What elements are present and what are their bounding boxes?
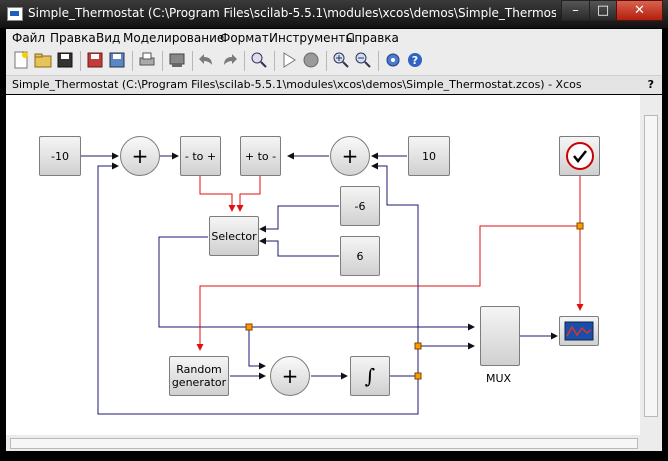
toolbar-separator xyxy=(192,51,193,71)
open-folder-icon[interactable] xyxy=(34,51,52,69)
menu-bar: Файл Правка Вид Моделирование Формат Инс… xyxy=(6,29,662,47)
menu-view[interactable]: Вид xyxy=(96,31,121,45)
split-point[interactable] xyxy=(414,342,422,350)
close-button[interactable]: ✕ xyxy=(616,0,663,21)
neg-to-pos-block[interactable]: - to + xyxy=(180,136,221,176)
scope-block[interactable] xyxy=(559,316,599,346)
toolbar-separator xyxy=(80,51,81,71)
link-selector-to-mux[interactable] xyxy=(158,236,475,331)
integral-block[interactable]: ∫ xyxy=(350,356,390,396)
fit-diagram-icon[interactable] xyxy=(250,51,268,69)
mux-label: MUX xyxy=(486,372,512,385)
pos-to-neg-block[interactable]: + to - xyxy=(240,136,281,176)
constant-block-m6[interactable]: -6 xyxy=(340,186,380,226)
scope-icon xyxy=(564,321,594,341)
menu-file[interactable]: Файл xyxy=(12,31,46,45)
sum-block[interactable]: + xyxy=(120,136,160,176)
save-as-icon[interactable] xyxy=(108,51,126,69)
save-icon[interactable] xyxy=(86,51,104,69)
document-path: Simple_Thermostat (C:\Program Files\scil… xyxy=(12,78,582,91)
constant-block-10[interactable]: 10 xyxy=(408,136,450,176)
diagram-canvas[interactable]: -10 + - to + + to - + 10 Selector -6 6 M… xyxy=(6,95,640,435)
menu-edit[interactable]: Правка xyxy=(50,31,96,45)
selector-block[interactable]: Selector xyxy=(209,216,259,256)
constant-block-6[interactable]: 6 xyxy=(340,236,380,276)
help-icon[interactable]: ? xyxy=(406,51,424,69)
export-icon[interactable] xyxy=(168,51,186,69)
new-document-icon[interactable] xyxy=(12,51,30,69)
app-icon xyxy=(7,7,23,21)
menu-help[interactable]: Справка xyxy=(346,31,399,45)
toolbar-separator xyxy=(132,51,133,71)
sum-block[interactable]: + xyxy=(270,356,310,396)
zoom-in-icon[interactable] xyxy=(332,51,350,69)
print-icon[interactable] xyxy=(138,51,156,69)
split-point[interactable] xyxy=(245,323,253,331)
maximize-button[interactable]: □ xyxy=(589,0,617,21)
horizontal-scrollbar[interactable] xyxy=(6,435,662,451)
toolbar-separator xyxy=(326,51,327,71)
vertical-scroll-thumb[interactable] xyxy=(644,115,658,417)
redo-icon[interactable] xyxy=(220,51,238,69)
link-split-to-mux[interactable] xyxy=(417,342,475,376)
clock-icon xyxy=(565,142,594,170)
clock-block[interactable] xyxy=(559,136,600,176)
event-link-clock-to-random[interactable] xyxy=(196,225,580,351)
link-feedback-to-sum[interactable] xyxy=(371,162,419,355)
stop-icon[interactable] xyxy=(302,51,320,69)
settings-icon[interactable] xyxy=(384,51,402,69)
zoom-out-icon[interactable] xyxy=(354,51,372,69)
diagram-links xyxy=(81,152,584,415)
horizontal-scroll-thumb[interactable] xyxy=(10,438,638,449)
undo-icon[interactable] xyxy=(198,51,216,69)
link-split-to-sum[interactable] xyxy=(248,327,266,370)
toolbar-separator xyxy=(162,51,163,71)
link-feedback-to-sum[interactable] xyxy=(97,162,419,415)
event-link-to-selector[interactable] xyxy=(199,176,236,212)
split-point[interactable] xyxy=(576,222,584,230)
event-link-to-selector[interactable] xyxy=(236,176,261,212)
start-icon[interactable] xyxy=(280,51,298,69)
toolbar-separator xyxy=(274,51,275,71)
minimize-button[interactable]: – xyxy=(561,0,590,21)
toolbar-separator xyxy=(378,51,379,71)
mux-block[interactable] xyxy=(480,306,520,366)
toolbar: ? xyxy=(6,47,662,76)
split-point[interactable] xyxy=(414,372,422,380)
menu-tools[interactable]: Инструменты xyxy=(269,31,355,45)
document-path-bar: Simple_Thermostat (C:\Program Files\scil… xyxy=(6,76,662,94)
context-help-button[interactable]: ? xyxy=(647,78,654,91)
random-generator-block[interactable]: Random generator xyxy=(169,356,229,396)
vertical-scrollbar[interactable] xyxy=(640,95,662,435)
window-title: Simple_Thermostat (C:\Program Files\scil… xyxy=(28,6,556,20)
menu-format[interactable]: Формат xyxy=(220,31,269,45)
menu-simulation[interactable]: Моделирование xyxy=(123,31,225,45)
constant-block-m10[interactable]: -10 xyxy=(39,136,81,176)
toolbar-separator xyxy=(244,51,245,71)
sum-block[interactable]: + xyxy=(330,136,370,176)
open-file-icon[interactable] xyxy=(56,51,74,69)
title-bar: Simple_Thermostat (C:\Program Files\scil… xyxy=(0,0,668,28)
svg-text:?: ? xyxy=(412,54,418,67)
link-const-6-to-selector[interactable] xyxy=(259,237,339,257)
link-const-m6-to-selector[interactable] xyxy=(259,205,339,233)
